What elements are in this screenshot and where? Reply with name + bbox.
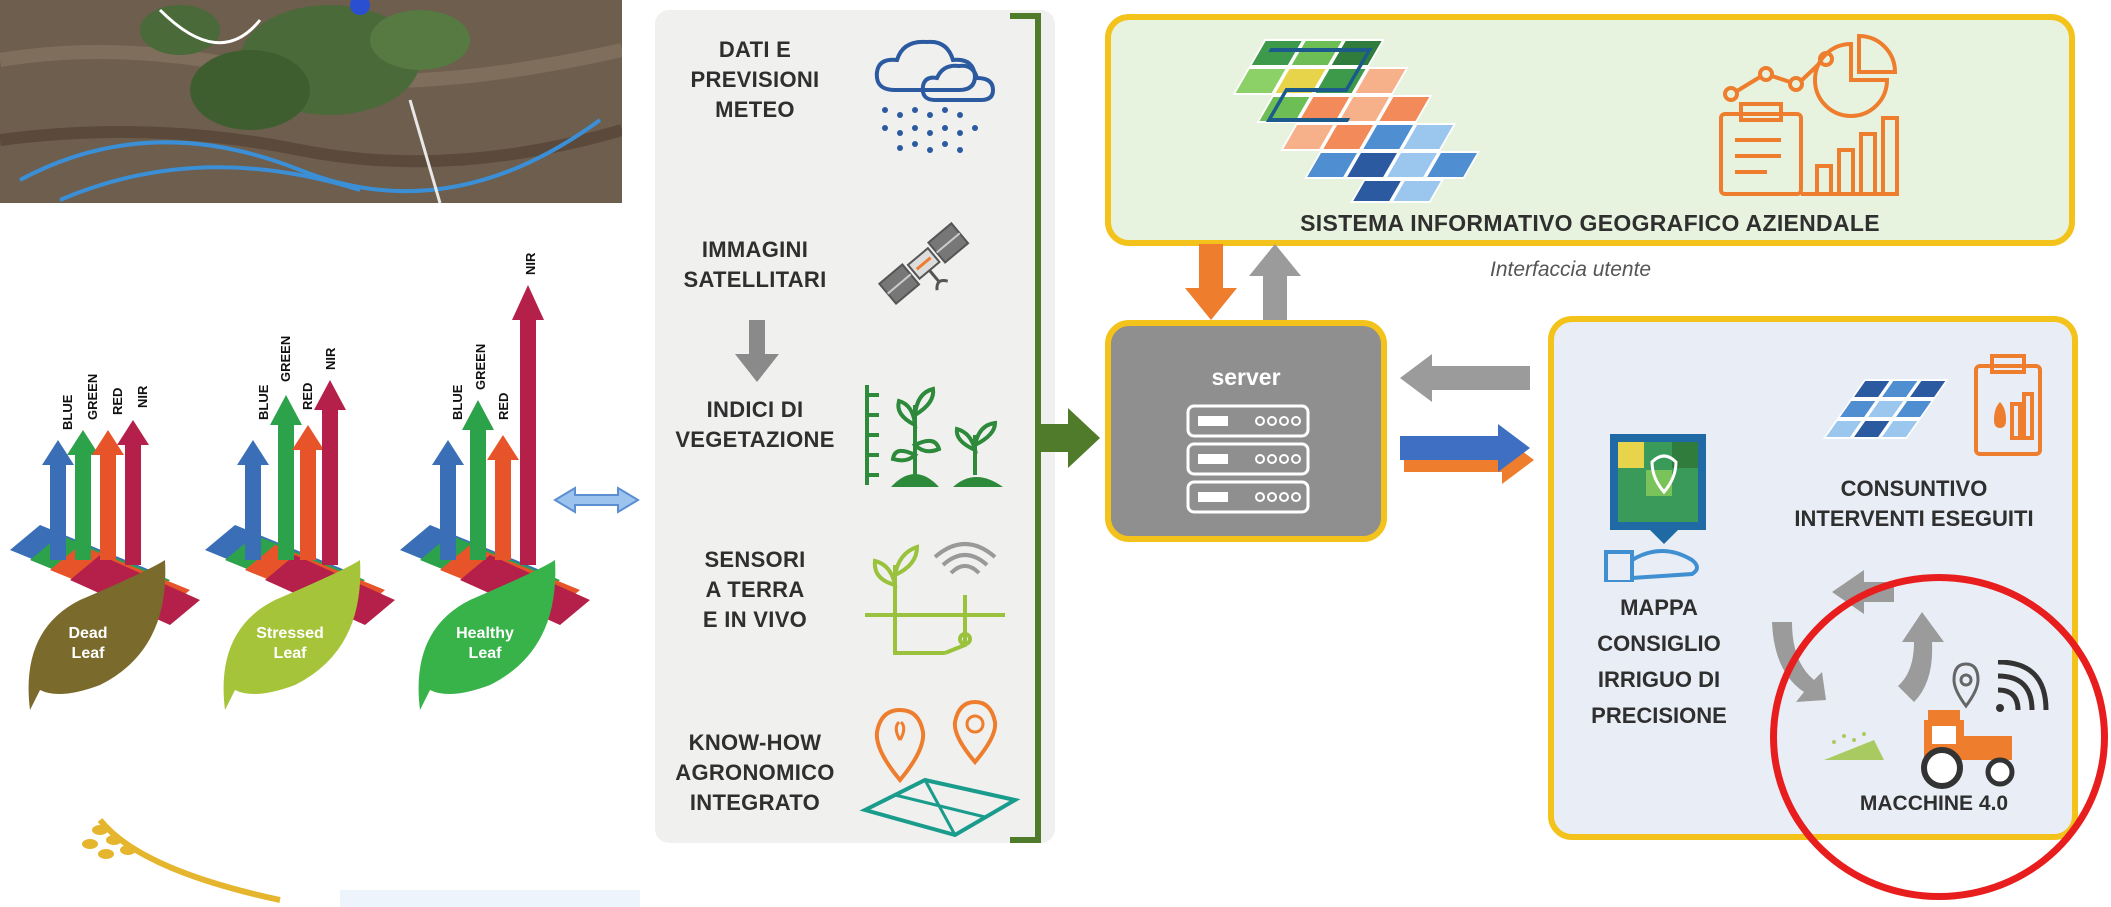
- plants-ruler-icon: [865, 385, 1003, 487]
- server-label: server: [1211, 364, 1281, 390]
- band-label: BLUE: [256, 384, 271, 420]
- source-label-vegetation: INDICI DI VEGETAZIONE: [675, 397, 835, 452]
- leaf-label-stressed-line1: Stressed: [256, 625, 324, 642]
- soil-sensor-icon: [865, 542, 1005, 655]
- leaf-shape: [28, 560, 166, 710]
- source-label-satellite: IMMAGINI SATELLITARI: [683, 237, 827, 292]
- double-arrow-icon: [553, 486, 640, 514]
- source-label-sensors: SENSORI A TERRA E IN VIVO: [702, 547, 808, 632]
- server-panel: server: [1105, 320, 1387, 542]
- band-label: GREEN: [473, 344, 488, 390]
- left-arrow-icon: [1400, 354, 1530, 402]
- leaf-label-stressed-line2: Leaf: [274, 645, 308, 662]
- irrigation-tablet-icon: [1604, 434, 1706, 582]
- stressed-leaf-group: BLUE GREEN RED NIR: [205, 336, 395, 710]
- right-arrow-icon: [1400, 424, 1534, 484]
- gis-map-icon: [1232, 39, 1481, 203]
- dead-leaf-group: BLUE GREEN RED NIR: [10, 374, 200, 710]
- gis-server-arrows: [1185, 244, 1301, 322]
- wheat-icon: [82, 818, 640, 907]
- band-label: GREEN: [278, 336, 293, 382]
- band-label: GREEN: [85, 374, 100, 420]
- leaf-shape: [418, 560, 556, 710]
- healthy-leaf-group: BLUE GREEN RED NIR: [400, 252, 590, 710]
- gis-title: SISTEMA INFORMATIVO GEOGRAFICO AZIENDALE: [1300, 210, 1880, 236]
- source-label-meteo: DATI E PREVISIONI METEO: [690, 37, 820, 122]
- irrigation-map-label: MAPPA CONSIGLIO IRRIGUO DI PRECISIONE: [1591, 595, 1727, 728]
- right-arrow-icon: [1038, 408, 1100, 468]
- band-label: NIR: [523, 252, 538, 275]
- report-map-icon: [1822, 354, 2042, 456]
- data-bracket: [1010, 13, 1100, 843]
- band-label: NIR: [323, 347, 338, 370]
- leaf-label-dead-line1: Dead: [68, 625, 107, 642]
- leaf-label-dead-line2: Leaf: [72, 645, 106, 662]
- leaf-label-healthy-line1: Healthy: [456, 625, 514, 642]
- leaf-shape: [223, 560, 361, 710]
- highlight-circle: [1770, 574, 2108, 900]
- report-chart-icon: [1719, 34, 1899, 196]
- server-rack-icon: [1186, 404, 1310, 514]
- band-label: BLUE: [450, 384, 465, 420]
- band-label: RED: [300, 383, 315, 410]
- band-label: RED: [496, 393, 511, 420]
- source-label-knowhow: KNOW-HOW AGRONOMICO INTEGRATO: [675, 730, 835, 815]
- satellite-icon: [877, 221, 970, 306]
- field-photo: [0, 0, 622, 203]
- server-output-arrows: [1400, 354, 1534, 484]
- band-label: NIR: [135, 385, 150, 408]
- gis-panel: SISTEMA INFORMATIVO GEOGRAFICO AZIENDALE: [1105, 14, 2075, 246]
- data-sources-panel: DATI E PREVISIONI METEO IMMAGINI SATELLI…: [655, 10, 1055, 843]
- leaf-label-healthy-line2: Leaf: [469, 645, 503, 662]
- down-arrow-icon: [735, 320, 779, 382]
- report-label: CONSUNTIVO INTERVENTI ESEGUITI: [1794, 476, 2034, 531]
- band-label: BLUE: [60, 394, 75, 430]
- interface-caption: Interfaccia utente: [1490, 258, 1652, 281]
- spectral-reflectance-figure: BLUE GREEN RED NIR BLUE GREEN RED NIR BL…: [10, 252, 640, 710]
- rain-cloud-icon: [874, 39, 996, 153]
- map-pin-icon: [859, 700, 1021, 838]
- up-arrow-icon: [1249, 244, 1301, 322]
- down-arrow-icon: [1185, 244, 1237, 320]
- band-label: RED: [110, 388, 125, 415]
